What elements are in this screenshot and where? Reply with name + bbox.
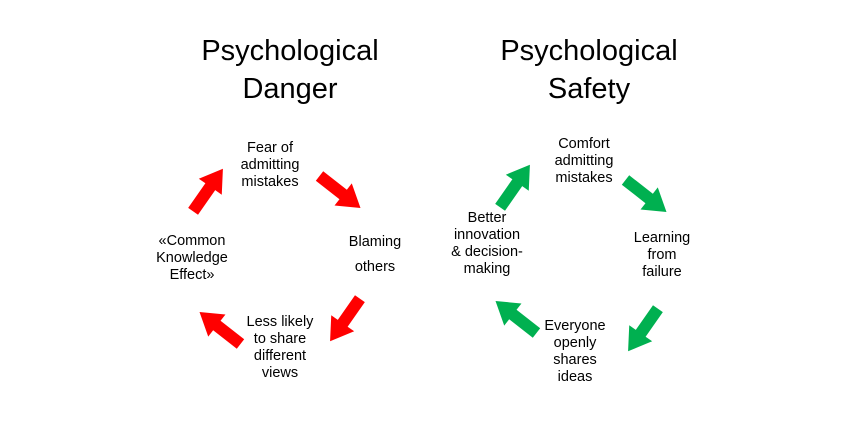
danger-title: Psychological Danger xyxy=(201,35,379,105)
danger-node-blaming: Blaming others xyxy=(348,234,402,275)
safety-node-everyone: Everyone openly shares ideas xyxy=(544,318,606,385)
safety-title: Psychological Safety xyxy=(500,35,678,105)
danger-node-common-knowledge: «Common Knowledge Effect» xyxy=(156,233,228,283)
safety-node-better-innovation: Better innovation & decision- making xyxy=(451,210,523,277)
danger-node-fear: Fear of admitting mistakes xyxy=(240,140,300,190)
safety-node-learning: Learning from failure xyxy=(633,230,691,280)
danger-node-less-likely: Less likely to share different views xyxy=(246,314,314,381)
safety-node-comfort: Comfort admitting mistakes xyxy=(554,136,614,186)
